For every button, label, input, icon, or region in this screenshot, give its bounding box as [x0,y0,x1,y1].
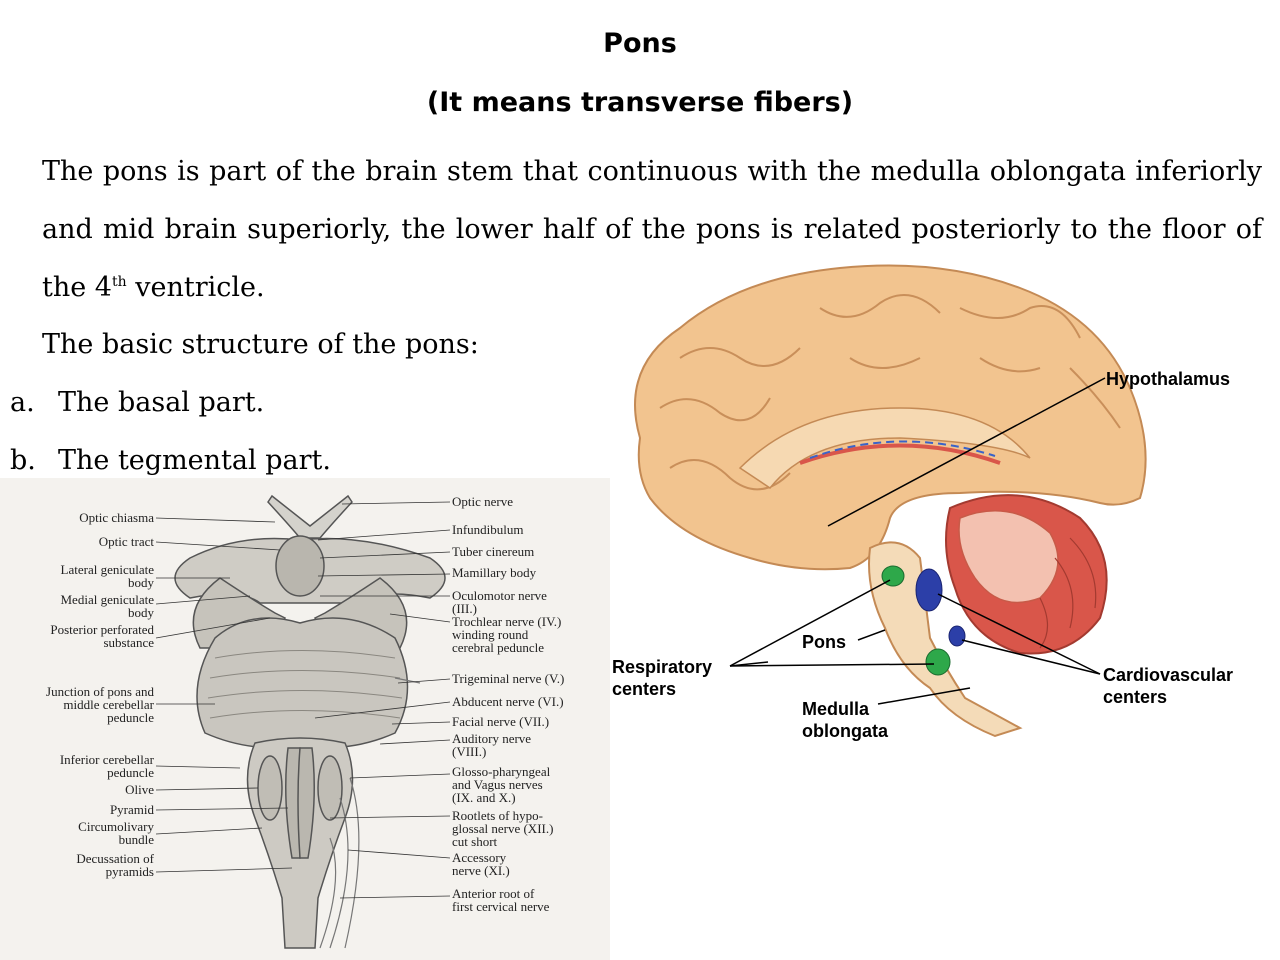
list-marker: a. [10,387,35,418]
label: Anterior root of [452,886,535,901]
label: peduncle [107,765,154,780]
label: cerebral peduncle [452,640,544,655]
brainstem [868,541,1023,738]
label: Auditory nerve [452,731,531,746]
label: Trochlear nerve (IV.) [452,614,561,629]
label: Abducent nerve (VI.) [452,694,564,709]
superscript-th: th [111,274,127,290]
label: first cervical nerve [452,899,550,914]
label: (IX. and X.) [452,790,516,805]
label: Circumolivary [78,819,154,834]
label: (VIII.) [452,744,486,759]
page-title: Pons [603,28,677,59]
label: bundle [119,832,155,847]
cardiovascular-label: Cardiovascular [1103,665,1233,685]
list-text: The tegmental part. [58,445,331,476]
label: middle cerebellar [63,697,154,712]
cardiovascular-center-upper [915,568,943,612]
pons-transverse-fibers [207,650,403,719]
label: Inferior cerebellar [60,752,155,767]
label: Trigeminal nerve (V.) [452,671,564,686]
right-labels: Optic nerve Infundibulum Tuber cinereum … [452,494,564,914]
structure-intro: The basic structure of the pons: [42,329,479,360]
label: Rootlets of hypo- [452,808,543,823]
description-paragraph: The pons is part of the brain stem that … [42,143,1262,317]
label: Optic tract [99,534,155,549]
label: and Vagus nerves [452,777,543,792]
label: body [128,605,155,620]
label: Olive [125,782,154,797]
brainstem-drawing [174,494,446,949]
respiratory-label-2: centers [612,679,676,699]
list-marker: b. [10,445,36,476]
label: body [128,575,155,590]
label: Accessory [452,850,507,865]
cardiovascular-center-lower [948,625,966,647]
label: Oculomotor nerve [452,588,547,603]
medulla-label-2: oblongata [802,721,889,741]
respiratory-center-lower [925,648,951,676]
left-labels: Optic chiasma Optic tract Lateral genicu… [46,510,155,879]
sagittal-leader-lines [729,377,1106,705]
label: pyramids [106,864,154,879]
label: Medial geniculate [61,592,155,607]
label: winding round [452,627,529,642]
label: Facial nerve (VII.) [452,714,549,729]
label: Infundibulum [452,522,524,537]
brainstem-ventral-figure: Optic chiasma Optic tract Lateral genicu… [0,478,610,960]
label: Optic chiasma [79,510,154,525]
corpus-callosum [738,407,1031,490]
respiratory-label: Respiratory [612,657,712,677]
label: Glosso-pharyngeal [452,764,551,779]
label: Tuber cinereum [452,544,534,559]
label: (III.) [452,601,477,616]
label: Mamillary body [452,565,537,580]
leader-lines [155,501,451,899]
label: Optic nerve [452,494,513,509]
medulla-label: Medulla [802,699,870,719]
list-item: b. The tegmental part. [10,432,331,490]
sagittal-brain-figure: Hypothalamus Pons Respiratory centers Ca… [612,264,1233,741]
paragraph-text-end: ventricle. [126,272,265,303]
page-subtitle: (It means transverse fibers) [426,87,854,118]
label: Lateral geniculate [61,562,155,577]
label: nerve (XI.) [452,863,510,878]
pons-label: Pons [802,632,846,652]
paragraph-text: The pons is part of the brain stem that … [42,156,1262,303]
hypothalamus-label: Hypothalamus [1106,369,1230,389]
label: cut short [452,834,498,849]
label: peduncle [107,710,154,725]
label: Pyramid [110,802,155,817]
label: substance [103,635,154,650]
label: Junction of pons and [46,684,154,699]
label: glossal nerve (XII.) [452,821,553,836]
cerebellum [945,494,1108,655]
list-item: a. The basal part. [10,374,264,432]
cardiovascular-label-2: centers [1103,687,1167,707]
list-text: The basal part. [58,387,265,418]
label: Posterior perforated [50,622,154,637]
gyri [659,294,1121,491]
label: Decussation of [76,851,154,866]
